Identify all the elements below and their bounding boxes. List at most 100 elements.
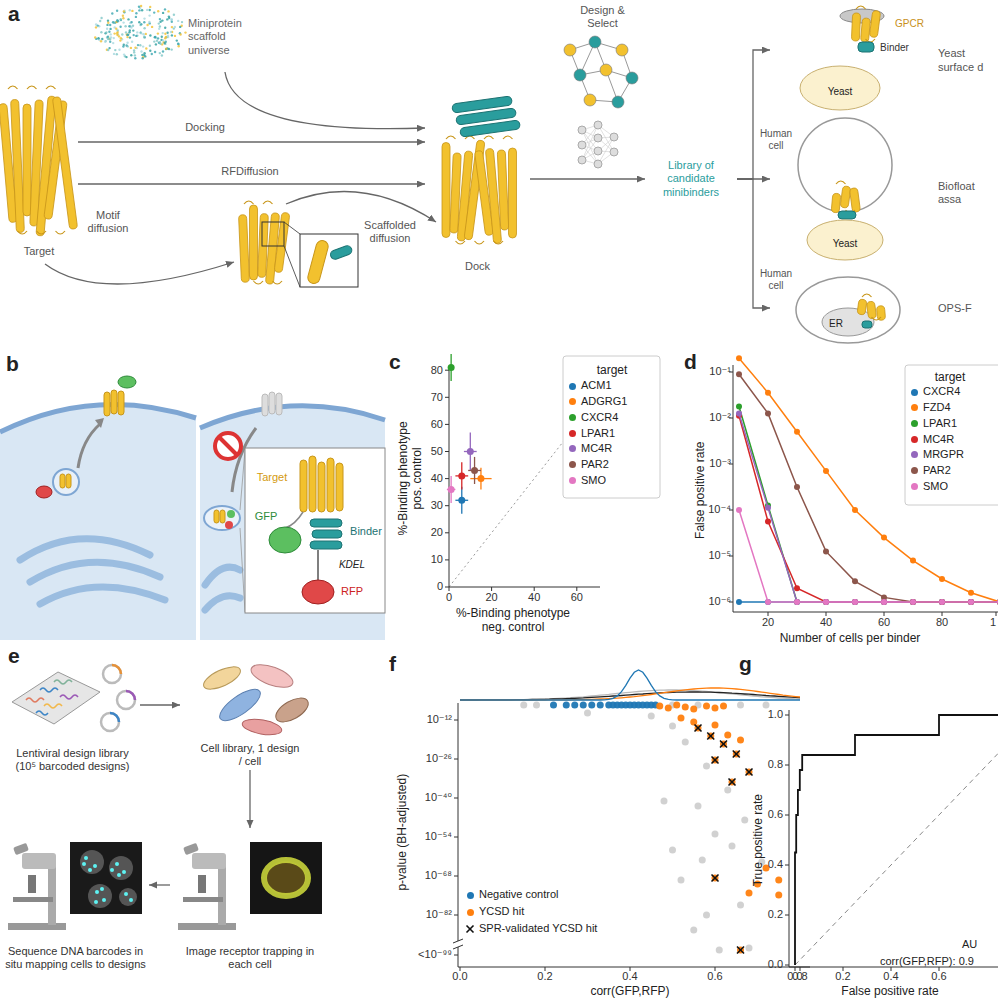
data-point	[794, 599, 800, 605]
illustration	[227, 510, 235, 518]
yeast-cell	[800, 66, 880, 110]
axis	[449, 368, 450, 587]
text-label: 0	[446, 591, 452, 604]
scaffold-dot	[109, 41, 111, 43]
illustration	[327, 458, 334, 512]
scaffold-dot	[127, 18, 129, 20]
tick	[454, 876, 458, 877]
data-point	[910, 599, 916, 605]
graph-node	[616, 44, 628, 56]
data-point	[724, 787, 731, 794]
data-point	[794, 429, 800, 435]
tick	[996, 612, 997, 616]
illustration	[205, 596, 240, 610]
text-label: %-Binding phenotype pos. control	[396, 414, 425, 542]
scaffold-dot	[133, 34, 135, 36]
nn-node	[594, 134, 602, 142]
connector	[140, 704, 180, 705]
data-point	[690, 706, 697, 713]
helix	[857, 299, 867, 315]
er	[822, 308, 874, 336]
scaffold-dot	[114, 49, 116, 51]
scaffold-dot	[136, 31, 138, 33]
scaffold-dot	[138, 9, 140, 11]
scaffold-dot	[140, 5, 142, 7]
legend-swatch	[569, 461, 576, 468]
data-point	[458, 472, 465, 479]
text-label: 60	[878, 616, 890, 629]
helix	[869, 10, 880, 37]
axis	[789, 710, 790, 967]
tick	[454, 955, 458, 956]
scaffold-dot	[143, 21, 145, 23]
helix	[851, 13, 860, 41]
data-point	[588, 702, 595, 709]
x-marker	[737, 947, 744, 954]
illustration	[110, 713, 119, 722]
illustration	[310, 519, 342, 527]
data-point	[997, 599, 998, 605]
edge-label: Docking	[183, 121, 227, 134]
scaffold-dot	[179, 33, 181, 35]
text-label: 10⁻¹²	[427, 713, 452, 726]
scaffold-dot	[122, 45, 124, 47]
data-point	[910, 599, 916, 605]
illustration	[103, 665, 121, 683]
panel-letter: b	[6, 351, 19, 376]
scaffold-dot	[105, 40, 107, 42]
text-label: 10⁻²	[709, 411, 731, 424]
tick	[445, 587, 449, 588]
illustration	[36, 486, 52, 498]
tick	[843, 967, 844, 971]
helix	[11, 99, 25, 232]
data-point	[703, 703, 710, 710]
microscope	[178, 923, 236, 930]
legend-text: SMO	[923, 480, 948, 493]
illustration	[60, 695, 78, 699]
text-label: RFP	[341, 585, 363, 598]
illustration	[101, 713, 119, 731]
scaffold-dot	[165, 48, 167, 50]
text-label: Human cell	[756, 268, 796, 292]
legend-box	[905, 365, 998, 505]
binder-helix	[460, 120, 521, 137]
diagram-node: Image receptor trapping in each cell	[170, 828, 330, 973]
helix	[250, 205, 258, 280]
text-label: 40	[820, 616, 832, 629]
scaffold-dot	[170, 31, 172, 33]
flow-arrow	[286, 192, 436, 222]
axis	[733, 612, 998, 613]
barcode-dot	[102, 898, 106, 902]
legend-swatch	[467, 909, 474, 916]
data-point	[997, 599, 998, 605]
illustration	[118, 391, 124, 415]
barcode-dot	[93, 864, 97, 868]
data-point	[448, 486, 455, 493]
data-point	[597, 702, 604, 709]
scaffold-dot	[132, 29, 134, 31]
illustration	[220, 510, 225, 523]
connector	[737, 179, 770, 308]
x-marker	[695, 725, 702, 732]
tick	[785, 815, 789, 816]
scaffold-dot	[153, 40, 155, 42]
node-label: Image receptor trapping in each cell	[184, 945, 316, 971]
barcode-dot	[124, 892, 128, 896]
scaffold-dot	[148, 14, 150, 16]
diagram-node: Lentiviral design library (10⁵ barcoded …	[5, 660, 140, 775]
x-marker	[733, 751, 740, 758]
loop	[475, 241, 485, 244]
scaffold-dot	[157, 10, 159, 12]
scaffold-dot	[171, 26, 173, 28]
data-point	[737, 737, 744, 744]
tick	[454, 915, 458, 916]
scaffold-dot	[184, 31, 186, 33]
illustration	[215, 433, 241, 459]
data-point	[939, 599, 945, 605]
human-cell	[798, 118, 892, 212]
illustration	[309, 456, 316, 512]
data-point	[737, 947, 744, 954]
x-marker	[746, 769, 753, 776]
scaffold-dot	[164, 43, 166, 45]
data-point	[458, 497, 465, 504]
